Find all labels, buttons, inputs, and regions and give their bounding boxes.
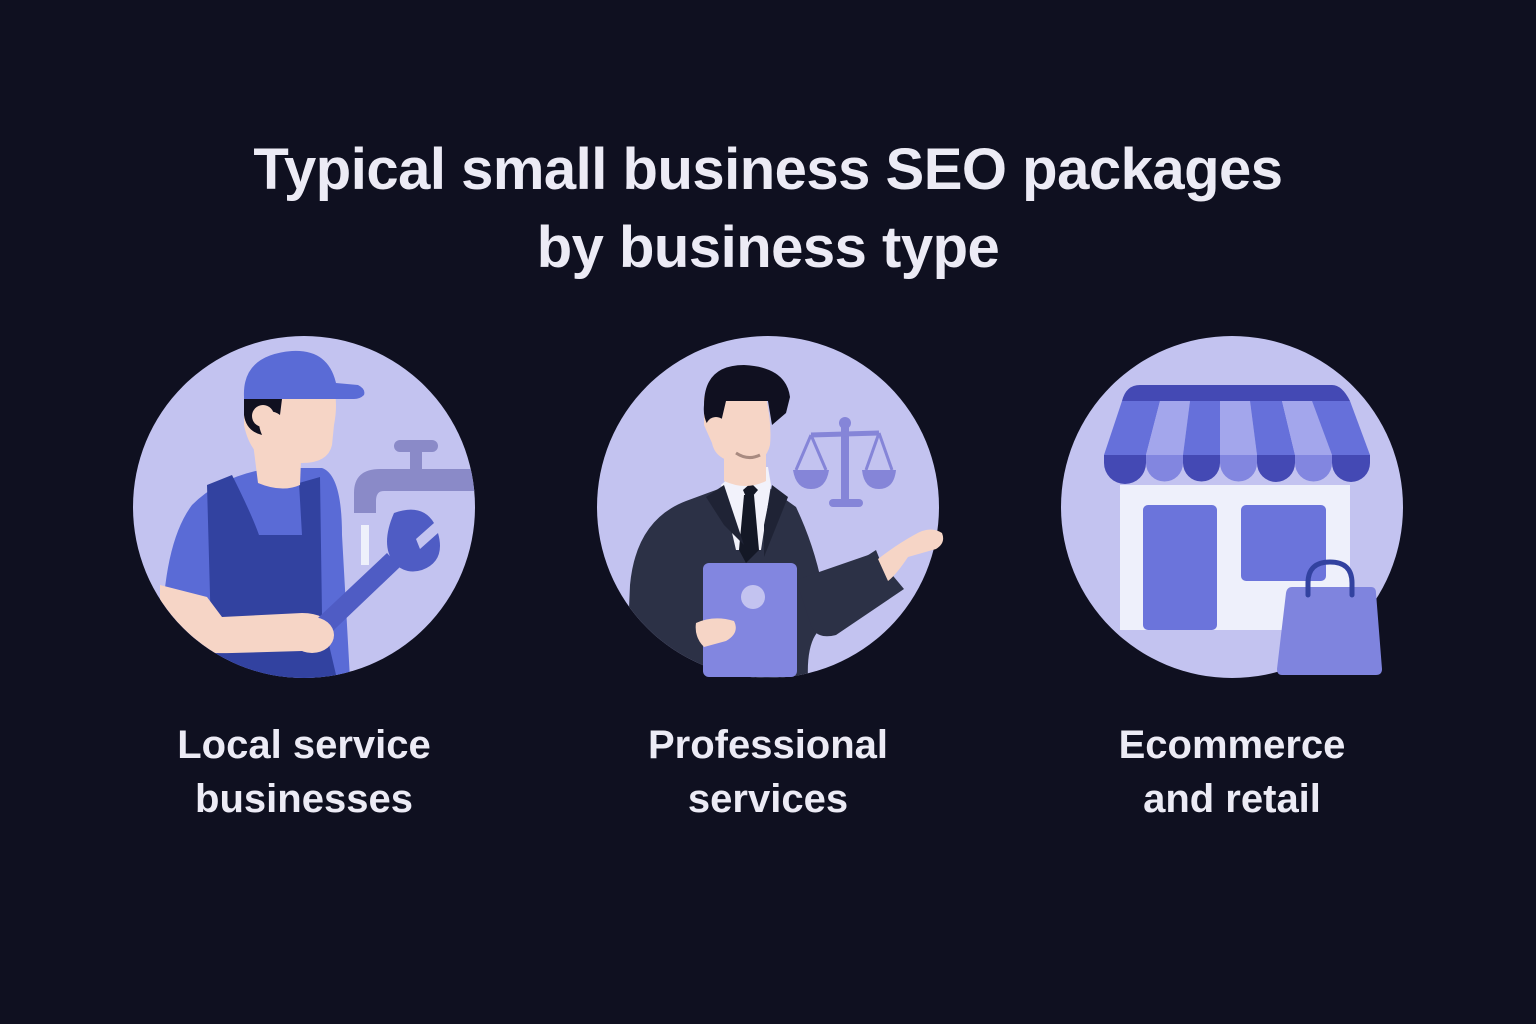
lawyer-icon xyxy=(597,336,944,678)
category-professional-services xyxy=(596,335,944,679)
category-label-professional-services: Professional services xyxy=(647,723,889,821)
title-line-2: by business type xyxy=(536,214,1000,280)
title-line-1: Typical small business SEO packages xyxy=(253,136,1283,202)
page-title: Typical small business SEO packages by b… xyxy=(0,131,1536,287)
category-ecommerce-retail xyxy=(1060,335,1404,679)
shopping-bag-icon xyxy=(1277,559,1382,675)
storefront-icon xyxy=(1061,336,1403,678)
category-label-local-service: Local service businesses xyxy=(177,723,431,821)
scales-icon xyxy=(793,417,896,507)
category-local-service xyxy=(132,335,476,679)
plumber-icon xyxy=(133,336,475,678)
category-label-ecommerce-retail: Ecommerce and retail xyxy=(1118,723,1346,821)
